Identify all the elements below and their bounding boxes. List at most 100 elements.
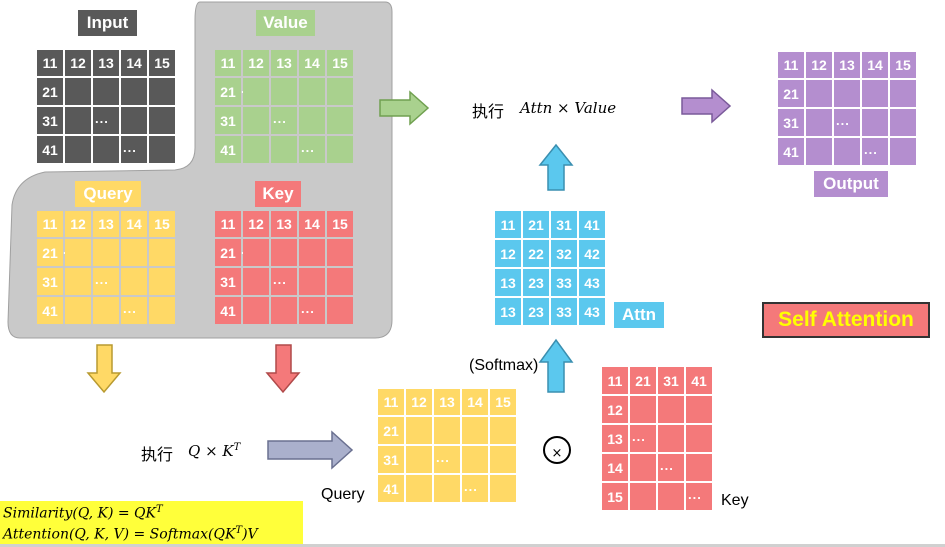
attn-cell-text: 43	[584, 303, 600, 320]
matrix-header-cell-text: 11	[783, 57, 799, 73]
matrix-header-cell-text: 14	[867, 57, 883, 73]
matrix-cell	[327, 297, 353, 324]
matrix-cell	[65, 136, 91, 163]
similarity-equation: Similarity(Q, K) = QKT	[3, 504, 163, 522]
query-bottom-label: Query	[321, 486, 365, 503]
q-times-k-sup: T	[233, 442, 241, 453]
q-times-k: Q × KT	[188, 442, 240, 460]
matrix-header-cell: 14	[121, 211, 147, 237]
matrix-cell	[93, 136, 119, 163]
matrix-cell: ...	[93, 268, 119, 295]
key-t-header-cell: 31	[658, 367, 684, 394]
attn-cell-text: 31	[556, 216, 572, 233]
ellipsis: ...	[301, 140, 315, 155]
key-t-row-label-text: 15	[607, 488, 623, 505]
matrix-cell: ...	[299, 297, 325, 324]
key-t-cell	[630, 454, 656, 481]
matrix-row-label: 41	[215, 136, 241, 163]
key-t-row-label: 13	[602, 425, 628, 452]
matrix-cell	[462, 417, 488, 444]
matrix-header-cell: 12	[406, 389, 432, 415]
attn-cell: 31	[551, 211, 577, 238]
matrix-cell	[121, 78, 147, 105]
matrix-header-cell: 13	[271, 50, 297, 76]
attn-cell: 43	[579, 298, 605, 325]
value-matrix: 111213141521...31...41...	[215, 50, 353, 163]
matrix-row-label-text: 31	[383, 451, 399, 468]
attn-cell: 13	[495, 298, 521, 325]
matrix-row-label: 31	[215, 268, 241, 295]
matrix-header-cell: 12	[806, 52, 832, 78]
matrix-row-label: 31	[37, 107, 63, 134]
matrix-header-cell-text: 11	[220, 216, 236, 232]
matrix-header-cell: 15	[490, 389, 516, 415]
matrix-cell	[93, 297, 119, 324]
matrix-cell: ...	[462, 475, 488, 502]
matrix-header-cell: 14	[862, 52, 888, 78]
matrix-row-label-text: 41	[220, 141, 236, 158]
key-transpose-matrix: 1121314112...13...14...15...	[602, 367, 712, 510]
ellipsis: ...	[123, 140, 137, 155]
key-t-cell	[658, 425, 684, 452]
matrix-header-cell-text: 15	[332, 55, 348, 71]
attn-cell-text: 33	[556, 274, 572, 291]
matrix-header-cell-text: 14	[467, 394, 483, 410]
matrix-header-cell-text: 14	[304, 216, 320, 232]
matrix-cell	[490, 475, 516, 502]
key-t-cell	[630, 396, 656, 423]
attn-cell-text: 12	[500, 245, 516, 262]
matrix-header-cell: 13	[93, 211, 119, 237]
matrix-cell	[862, 80, 888, 107]
similarity-text: Similarity(Q, K) = QK	[3, 505, 156, 522]
key-t-header-cell: 11	[602, 367, 628, 394]
matrix-header-cell: 13	[93, 50, 119, 76]
arrow-right-purple-icon	[681, 88, 732, 124]
matrix-row-label: 41	[37, 136, 63, 163]
equation-box: Similarity(Q, K) = QKT Attention(Q, K, V…	[0, 501, 303, 547]
matrix-header-cell: 11	[37, 211, 63, 237]
matrix-header-cell: 14	[299, 50, 325, 76]
matrix-row-label-text: 41	[783, 143, 799, 160]
matrix-header-cell: 11	[778, 52, 804, 78]
ellipsis: ...	[273, 111, 287, 126]
matrix-header-cell-text: 13	[98, 216, 114, 232]
matrix-cell	[149, 136, 175, 163]
attn-cell: 23	[523, 269, 549, 296]
input-matrix: 111213141521...31...41...	[37, 50, 175, 163]
attention-text-a: Attention(Q, K, V) = Softmax(QK	[3, 526, 236, 543]
matrix-cell	[462, 446, 488, 473]
matrix-cell	[406, 475, 432, 502]
attn-cell: 21	[523, 211, 549, 238]
attn-cell: 23	[523, 298, 549, 325]
matrix-cell: ...	[862, 138, 888, 165]
output-label: Output	[814, 171, 888, 197]
otimes-icon: ×	[543, 436, 571, 464]
matrix-cell	[299, 78, 325, 105]
matrix-row-label: 21...	[215, 78, 252, 105]
matrix-cell	[327, 78, 353, 105]
matrix-row-label-text: 41	[220, 302, 236, 319]
matrix-header-cell-text: 14	[304, 55, 320, 71]
ellipsis: ...	[632, 429, 646, 444]
matrix-cell	[243, 107, 269, 134]
attn-cell-text: 33	[556, 303, 572, 320]
matrix-cell	[149, 297, 175, 324]
attn-cell: 33	[551, 298, 577, 325]
matrix-header-cell-text: 12	[811, 57, 827, 73]
matrix-header-cell-text: 11	[383, 394, 399, 410]
matrix-row-label: 41	[778, 138, 804, 165]
matrix-cell	[149, 268, 175, 295]
ellipsis: ...	[95, 111, 109, 126]
matrix-header-cell-text: 12	[248, 55, 264, 71]
key-t-row-label: 15	[602, 483, 628, 510]
matrix-header-cell: 12	[243, 50, 269, 76]
key-t-cell	[686, 454, 712, 481]
matrix-cell: ...	[93, 107, 119, 134]
matrix-header-cell: 15	[149, 211, 175, 237]
ellipsis: ...	[436, 450, 450, 465]
matrix-cell	[890, 80, 916, 107]
ellipsis: ...	[864, 142, 878, 157]
matrix-row-label-text: 31	[220, 273, 236, 290]
matrix-header-cell: 12	[65, 50, 91, 76]
matrix-cell	[834, 80, 860, 107]
